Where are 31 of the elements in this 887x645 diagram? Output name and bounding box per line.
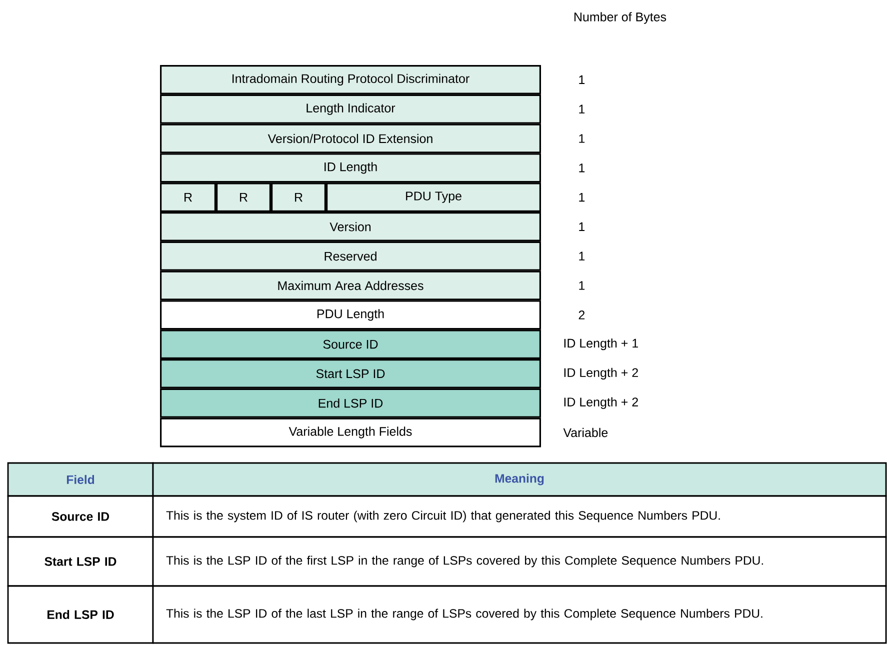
field-box: Intradomain Routing Protocol Discriminator [160,65,541,94]
byte-count: ID Length + 1 [564,338,638,350]
byte-count: 1 [579,222,585,231]
table-cell: Source ID [7,495,154,538]
field-box: PDU Length [160,300,541,330]
field-box: Source ID [160,330,541,359]
table-cell: End LSP ID [7,585,154,644]
byte-count: 2 [578,310,585,320]
field-box: R [160,182,216,212]
byte-count: 1 [579,104,585,114]
table-header-cell: Field [7,462,154,497]
field-box: Variable Length Fields [160,418,541,448]
byte-count: ID Length + 2 [564,397,638,409]
field-box: End LSP ID [160,388,541,418]
byte-count: 1 [579,281,585,290]
field-box: R [216,182,271,212]
table-cell: Start LSP ID [7,536,154,587]
byte-count: 1 [579,75,585,84]
field-box: Start LSP ID [160,359,541,388]
byte-count: 1 [579,252,585,260]
byte-count: Variable [563,428,608,438]
byte-count: ID Length + 2 [564,368,638,380]
byte-count: 1 [579,164,585,172]
column-heading: Number of Bytes [574,12,666,24]
field-box: Length Indicator [160,94,541,124]
field-box: Version/Protocol ID Extension [160,124,541,154]
field-box: R [271,182,326,212]
field-box: Maximum Area Addresses [160,270,541,300]
byte-count: 1 [579,134,585,143]
field-box: Reserved [160,241,541,271]
byte-count: 1 [579,193,585,202]
